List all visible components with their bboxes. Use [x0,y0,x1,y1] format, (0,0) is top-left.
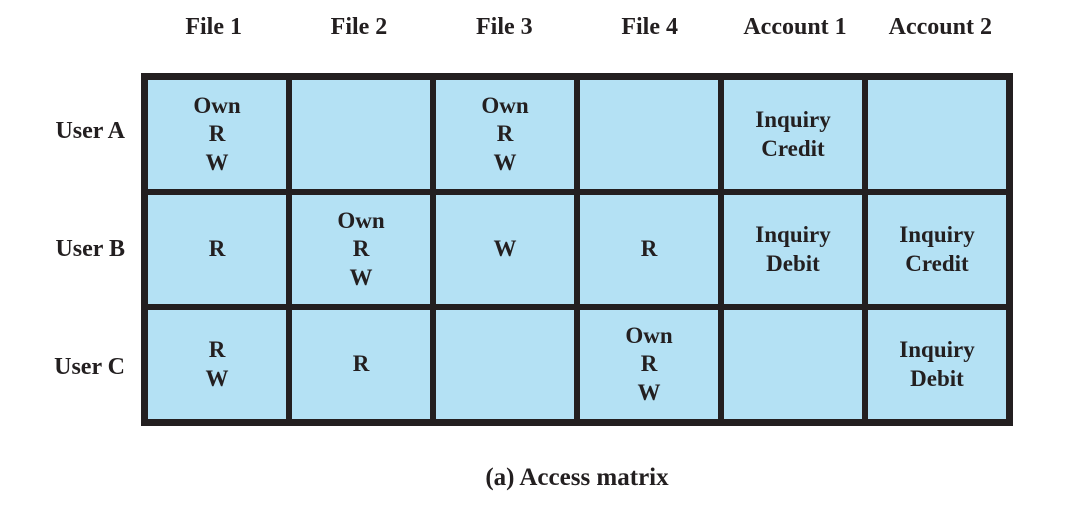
column-headers: File 1 File 2 File 3 File 4 Account 1 Account… [141,0,1013,73]
access-right: W [205,149,229,175]
matrix-cell [724,310,862,419]
access-right: R [352,351,370,377]
access-right: Inquiry [755,107,831,133]
access-right: R [352,236,370,262]
access-right: W [493,236,517,262]
column-header: File 3 [475,14,533,40]
access-right: R [208,337,226,363]
figure-layout: File 1 File 2 File 3 File 4 Account 1 Account… [0,0,1013,491]
access-right: Own [625,323,673,349]
corner-spacer [0,0,141,73]
access-right: R [208,236,226,262]
row-labels: User A User B User C [0,73,141,426]
figure-caption: (a) Access matrix [485,464,669,491]
access-right: Credit [905,250,969,276]
column-header: File 4 [621,14,678,40]
access-right: Own [337,208,385,234]
access-right: R [640,236,658,262]
column-header: Account 2 [888,14,992,40]
access-right: Debit [910,365,964,391]
column-header: File 2 [330,14,388,40]
access-right: Own [481,93,529,119]
access-right: R [208,121,226,147]
column-header: Account 1 [743,14,847,40]
matrix-cell: R [292,310,430,419]
access-right: W [349,264,373,290]
column-header: File 1 [185,14,242,40]
access-right: Own [193,93,241,119]
matrix-cell: R [580,195,718,304]
matrix-cell [868,80,1006,189]
matrix-cell: W [436,195,574,304]
access-right: R [640,351,658,377]
access-right: W [493,149,517,175]
access-right: Debit [766,250,820,276]
access-right: Inquiry [755,222,831,248]
access-right: Credit [761,135,825,161]
access-right: W [637,379,661,405]
row-label: User C [54,353,125,380]
matrix-cell [580,80,718,189]
row-label: User B [55,235,125,262]
matrix-cell [292,80,430,189]
access-right: R [496,121,514,147]
access-right: Inquiry [899,337,975,363]
access-right: Inquiry [899,222,975,248]
access-right: W [205,365,229,391]
matrix-cell [436,310,574,419]
row-label: User A [55,118,125,145]
matrix-cell: R [148,195,286,304]
